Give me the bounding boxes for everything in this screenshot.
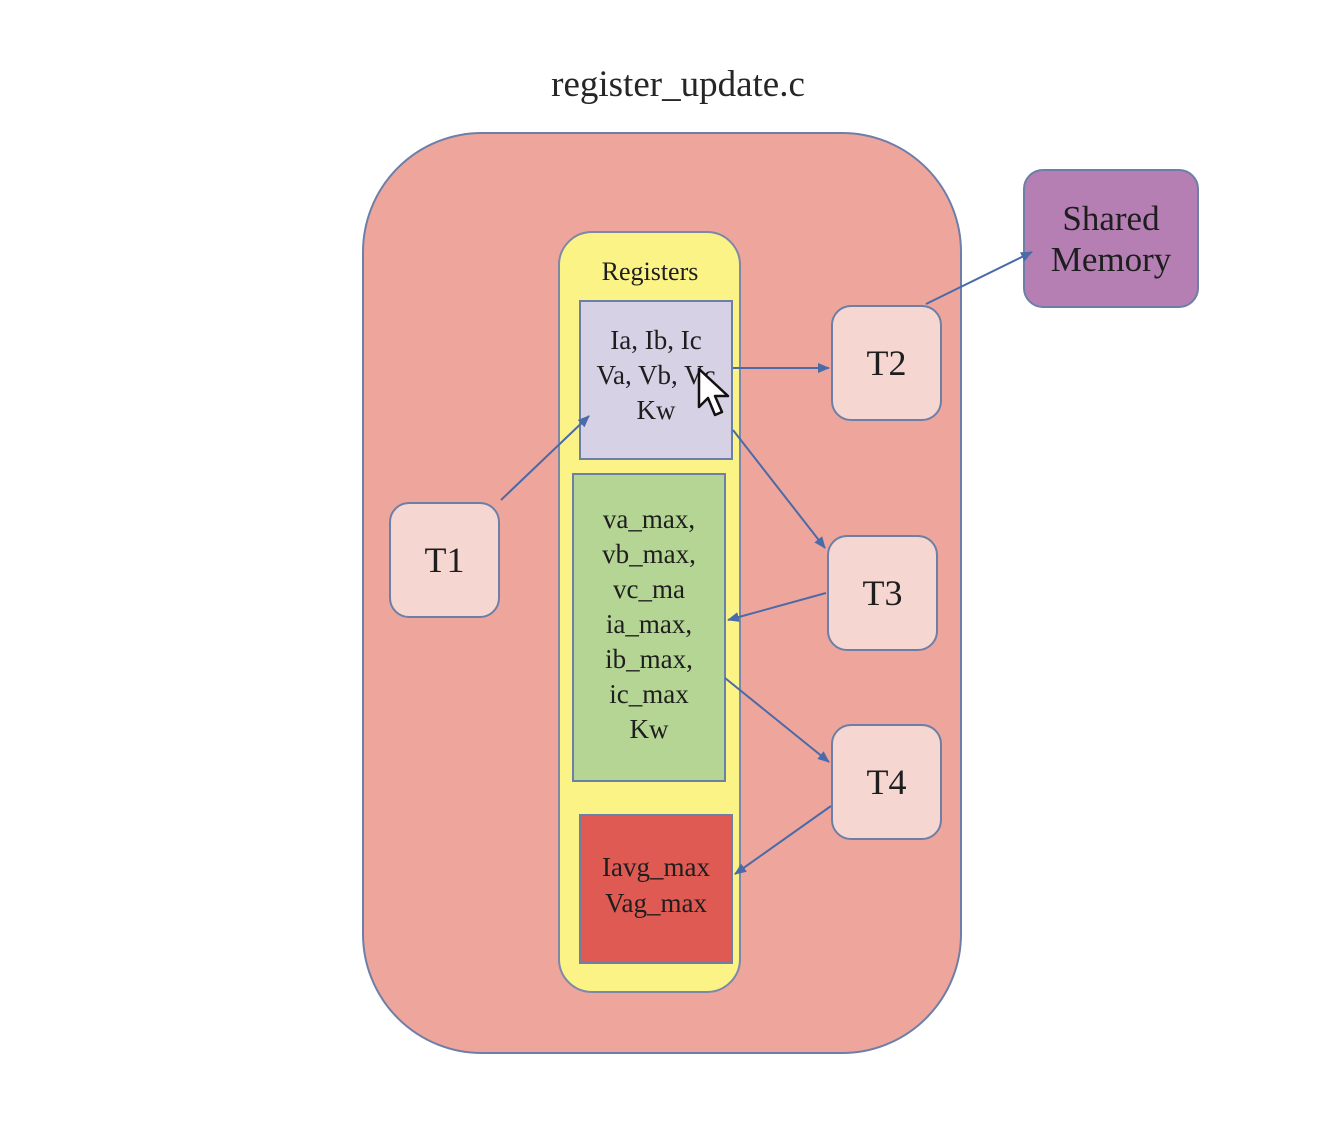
mouse-pointer-icon: [697, 367, 730, 417]
registers-label: Registers: [601, 257, 699, 286]
thread-t1: T1: [389, 502, 500, 618]
register-block-max-values: va_max, vb_max, vc_ma ia_max, ib_max, ic…: [572, 473, 726, 782]
thread-t4: T4: [831, 724, 942, 840]
register-block-avg-max: Iavg_max Vag_max: [579, 814, 733, 964]
shared-memory: Shared Memory: [1023, 169, 1199, 308]
diagram-title: register_update.c: [551, 64, 805, 105]
thread-t3: T3: [827, 535, 938, 651]
thread-t2: T2: [831, 305, 942, 421]
